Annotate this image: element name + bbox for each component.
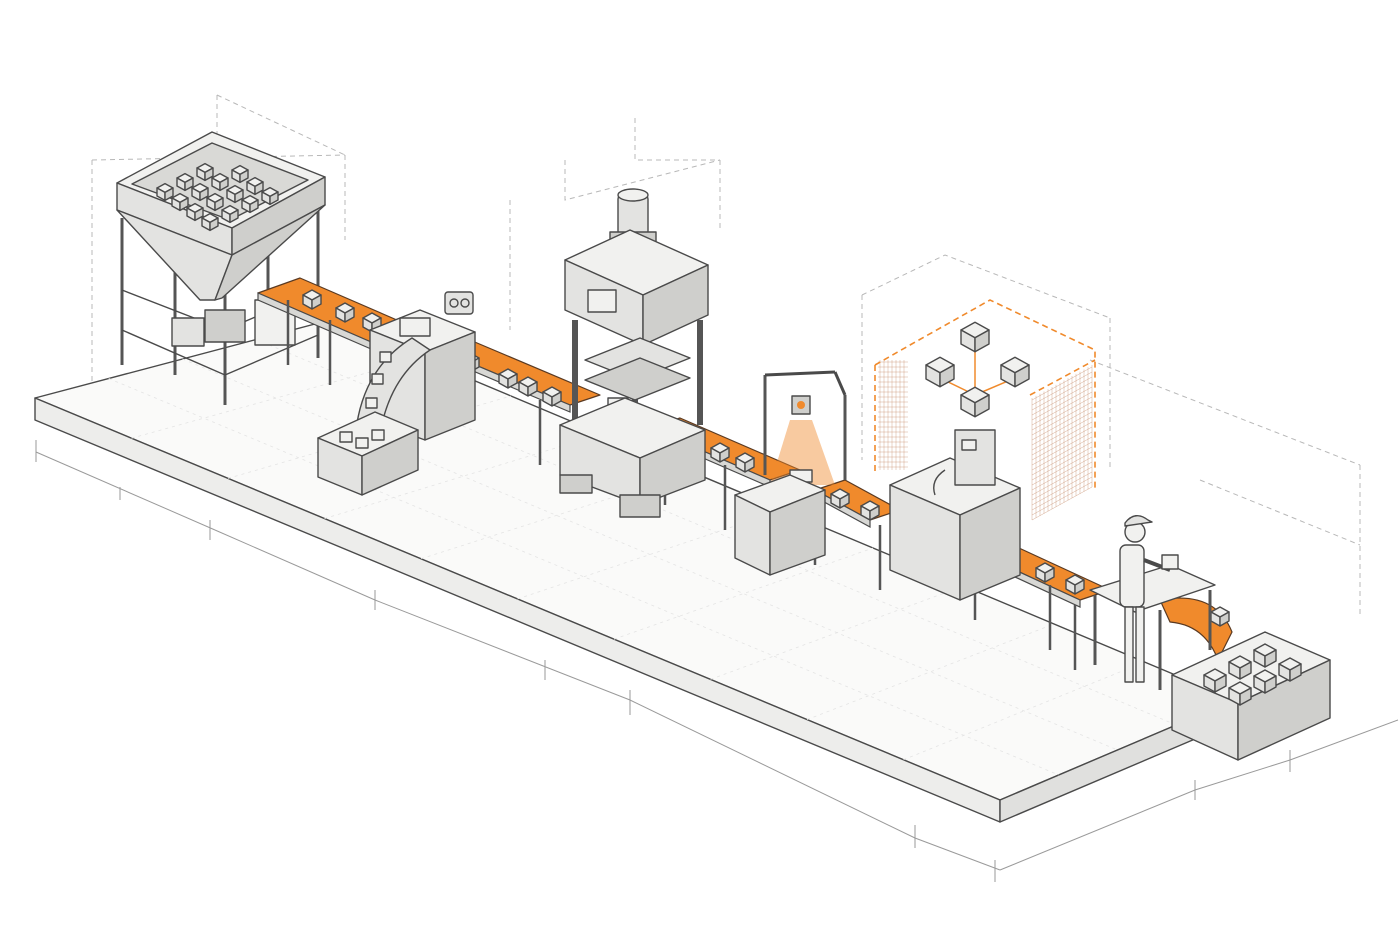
finished-part [1253,643,1277,668]
scan-beam [770,420,835,485]
hopper-station [116,131,326,405]
finished-part [1228,681,1252,706]
output-bin [1171,631,1331,761]
part [710,442,730,463]
hopper-part [221,204,239,224]
reject-bin [317,411,419,496]
hopper-part [226,184,244,204]
finished-part [1253,669,1277,694]
dimension-lines [35,94,1399,882]
hopper-part [231,164,249,184]
vision-inspection [734,370,847,576]
network-cube [925,356,955,388]
part [860,500,880,521]
network-cube [960,386,990,418]
hopper-part [196,162,214,182]
part [302,289,322,310]
hopper-parts [156,162,279,232]
hopper-part [206,192,224,212]
part [735,452,755,473]
part [498,368,518,389]
operator-station [1089,515,1216,690]
hopper-part [156,182,174,202]
part [1035,562,1055,583]
hydraulic-press [559,188,709,518]
network-cube [1000,356,1030,388]
hopper-part [241,194,259,214]
part [518,376,538,397]
part [830,488,850,509]
part [1210,606,1230,627]
robot-cell [874,299,1096,601]
worker-icon [1119,515,1179,683]
hopper-part [171,192,189,212]
part [1065,574,1085,595]
part [542,386,562,407]
hopper-part [176,172,194,192]
hopper-part [201,212,219,232]
hopper-part [186,202,204,222]
hopper-part [261,186,279,206]
finished-part [1228,655,1252,680]
part [335,302,355,323]
hopper-part [246,176,264,196]
hopper-part [211,172,229,192]
cube-network [925,321,1030,418]
network-cube [960,321,990,353]
finished-part [1203,668,1227,693]
finished-part [1278,657,1302,682]
hopper-part [191,182,209,202]
